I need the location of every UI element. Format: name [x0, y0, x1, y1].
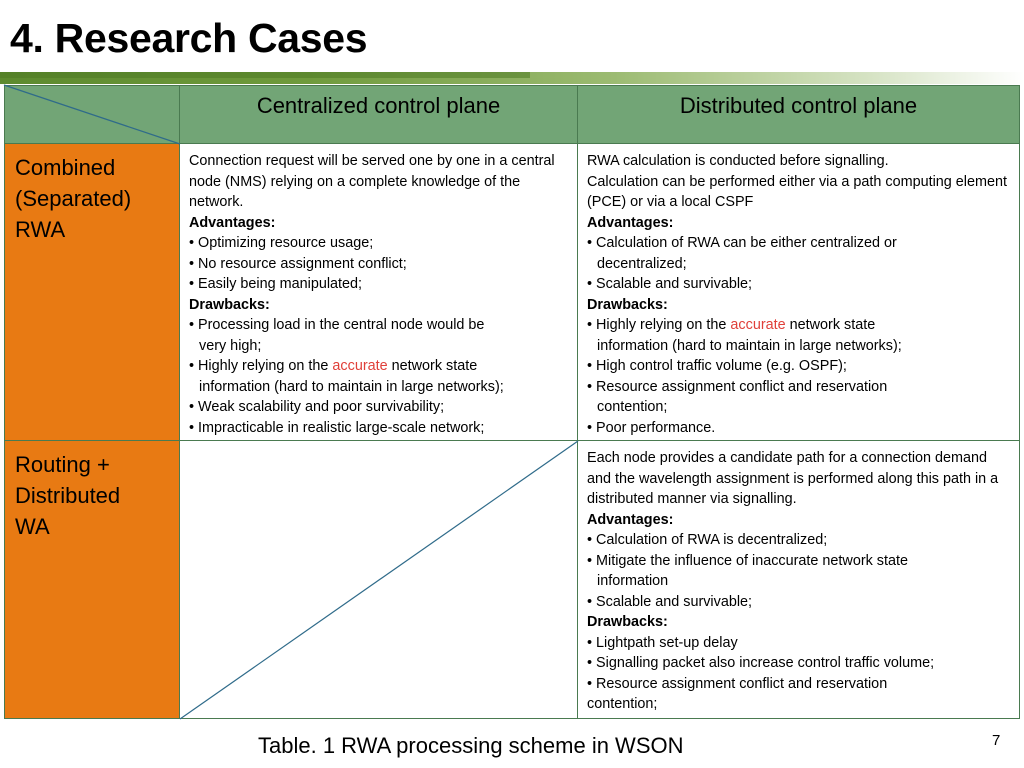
- cell-routing-centralized-empty: [179, 440, 578, 719]
- cell-routing-distributed: Each node provides a candidate path for …: [577, 440, 1020, 719]
- row-label-routing-distributed-wa: Routing + Distributed WA: [4, 440, 180, 719]
- cell-combined-centralized: Connection request will be served one by…: [179, 143, 578, 441]
- title-underline-accent: [0, 72, 530, 78]
- row-label-combined-rwa: Combined (Separated) RWA: [4, 143, 180, 441]
- slide-title: 4. Research Cases: [10, 15, 368, 61]
- header-distributed: Distributed control plane: [577, 85, 1020, 144]
- page-number: 7: [992, 732, 1001, 749]
- table-caption: Table. 1 RWA processing scheme in WSON: [258, 733, 684, 758]
- cell-combined-distributed: RWA calculation is conducted before sign…: [577, 143, 1020, 441]
- table-corner-header: [4, 85, 180, 144]
- header-centralized: Centralized control plane: [179, 85, 578, 144]
